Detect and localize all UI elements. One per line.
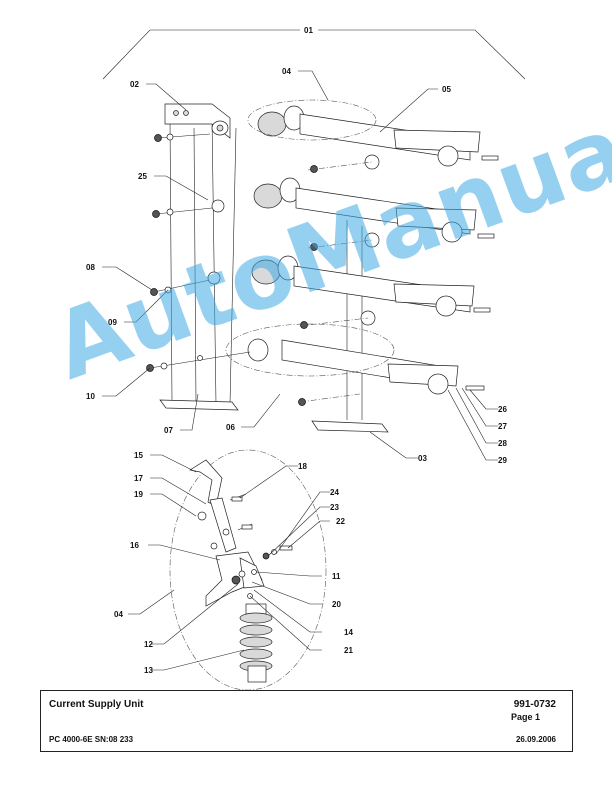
callout-02: 02 (130, 80, 139, 89)
callout-28: 28 (498, 439, 507, 448)
callout-12: 12 (144, 640, 153, 649)
callout-08: 08 (86, 263, 95, 272)
drawing-number: 991-0732 (513, 699, 556, 710)
callout-05: 05 (442, 85, 451, 94)
collector-arm-row-1 (154, 105, 499, 167)
callout-16: 16 (130, 541, 139, 550)
callout-24: 24 (330, 488, 339, 497)
top-bracket-plate (164, 103, 231, 139)
callout-07: 07 (164, 426, 173, 435)
callout-leaders (102, 70, 498, 671)
callout-25: 25 (138, 172, 147, 181)
callout-01: 01 (304, 26, 313, 35)
page-number: Page 1 (510, 712, 540, 722)
callout-14: 14 (344, 628, 353, 637)
collector-arm-row-4 (146, 310, 485, 406)
detail-view (169, 449, 327, 691)
callout-04-top: 04 (282, 67, 291, 76)
detail-ellipse-lower (225, 323, 395, 377)
collector-arm-row-2 (152, 154, 495, 243)
callout-13: 13 (144, 666, 153, 675)
callout-06: 06 (226, 423, 235, 432)
assembly-bracket-lines (102, 29, 526, 80)
callout-20: 20 (332, 600, 341, 609)
title-block: Current Supply Unit 991-0732 Page 1 PC 4… (40, 690, 573, 752)
detail-ellipse-upper (247, 99, 377, 141)
collector-arm-row-3 (150, 232, 491, 317)
callout-labels: 01 02 04 05 25 08 09 10 07 06 03 26 27 2… (86, 26, 507, 675)
bottom-plates (159, 399, 389, 433)
callout-23: 23 (330, 503, 339, 512)
callout-03: 03 (418, 454, 427, 463)
callout-27: 27 (498, 422, 507, 431)
callout-29: 29 (498, 456, 507, 465)
callout-26: 26 (498, 405, 507, 414)
drawing-title: Current Supply Unit (49, 699, 144, 710)
callout-11: 11 (332, 572, 341, 581)
callout-10: 10 (86, 392, 95, 401)
support-rods (169, 117, 363, 420)
callout-17: 17 (134, 474, 143, 483)
drawing-date: 26.09.2006 (515, 735, 556, 744)
callout-21: 21 (344, 646, 353, 655)
machine-model: PC 4000-6E SN:08 233 (49, 735, 134, 744)
callout-04-detail: 04 (114, 610, 123, 619)
collector-arm-rows (146, 99, 499, 406)
callout-22: 22 (336, 517, 345, 526)
callout-09: 09 (108, 318, 117, 327)
callout-15: 15 (134, 451, 143, 460)
callout-18: 18 (298, 462, 307, 471)
callout-19: 19 (134, 490, 143, 499)
